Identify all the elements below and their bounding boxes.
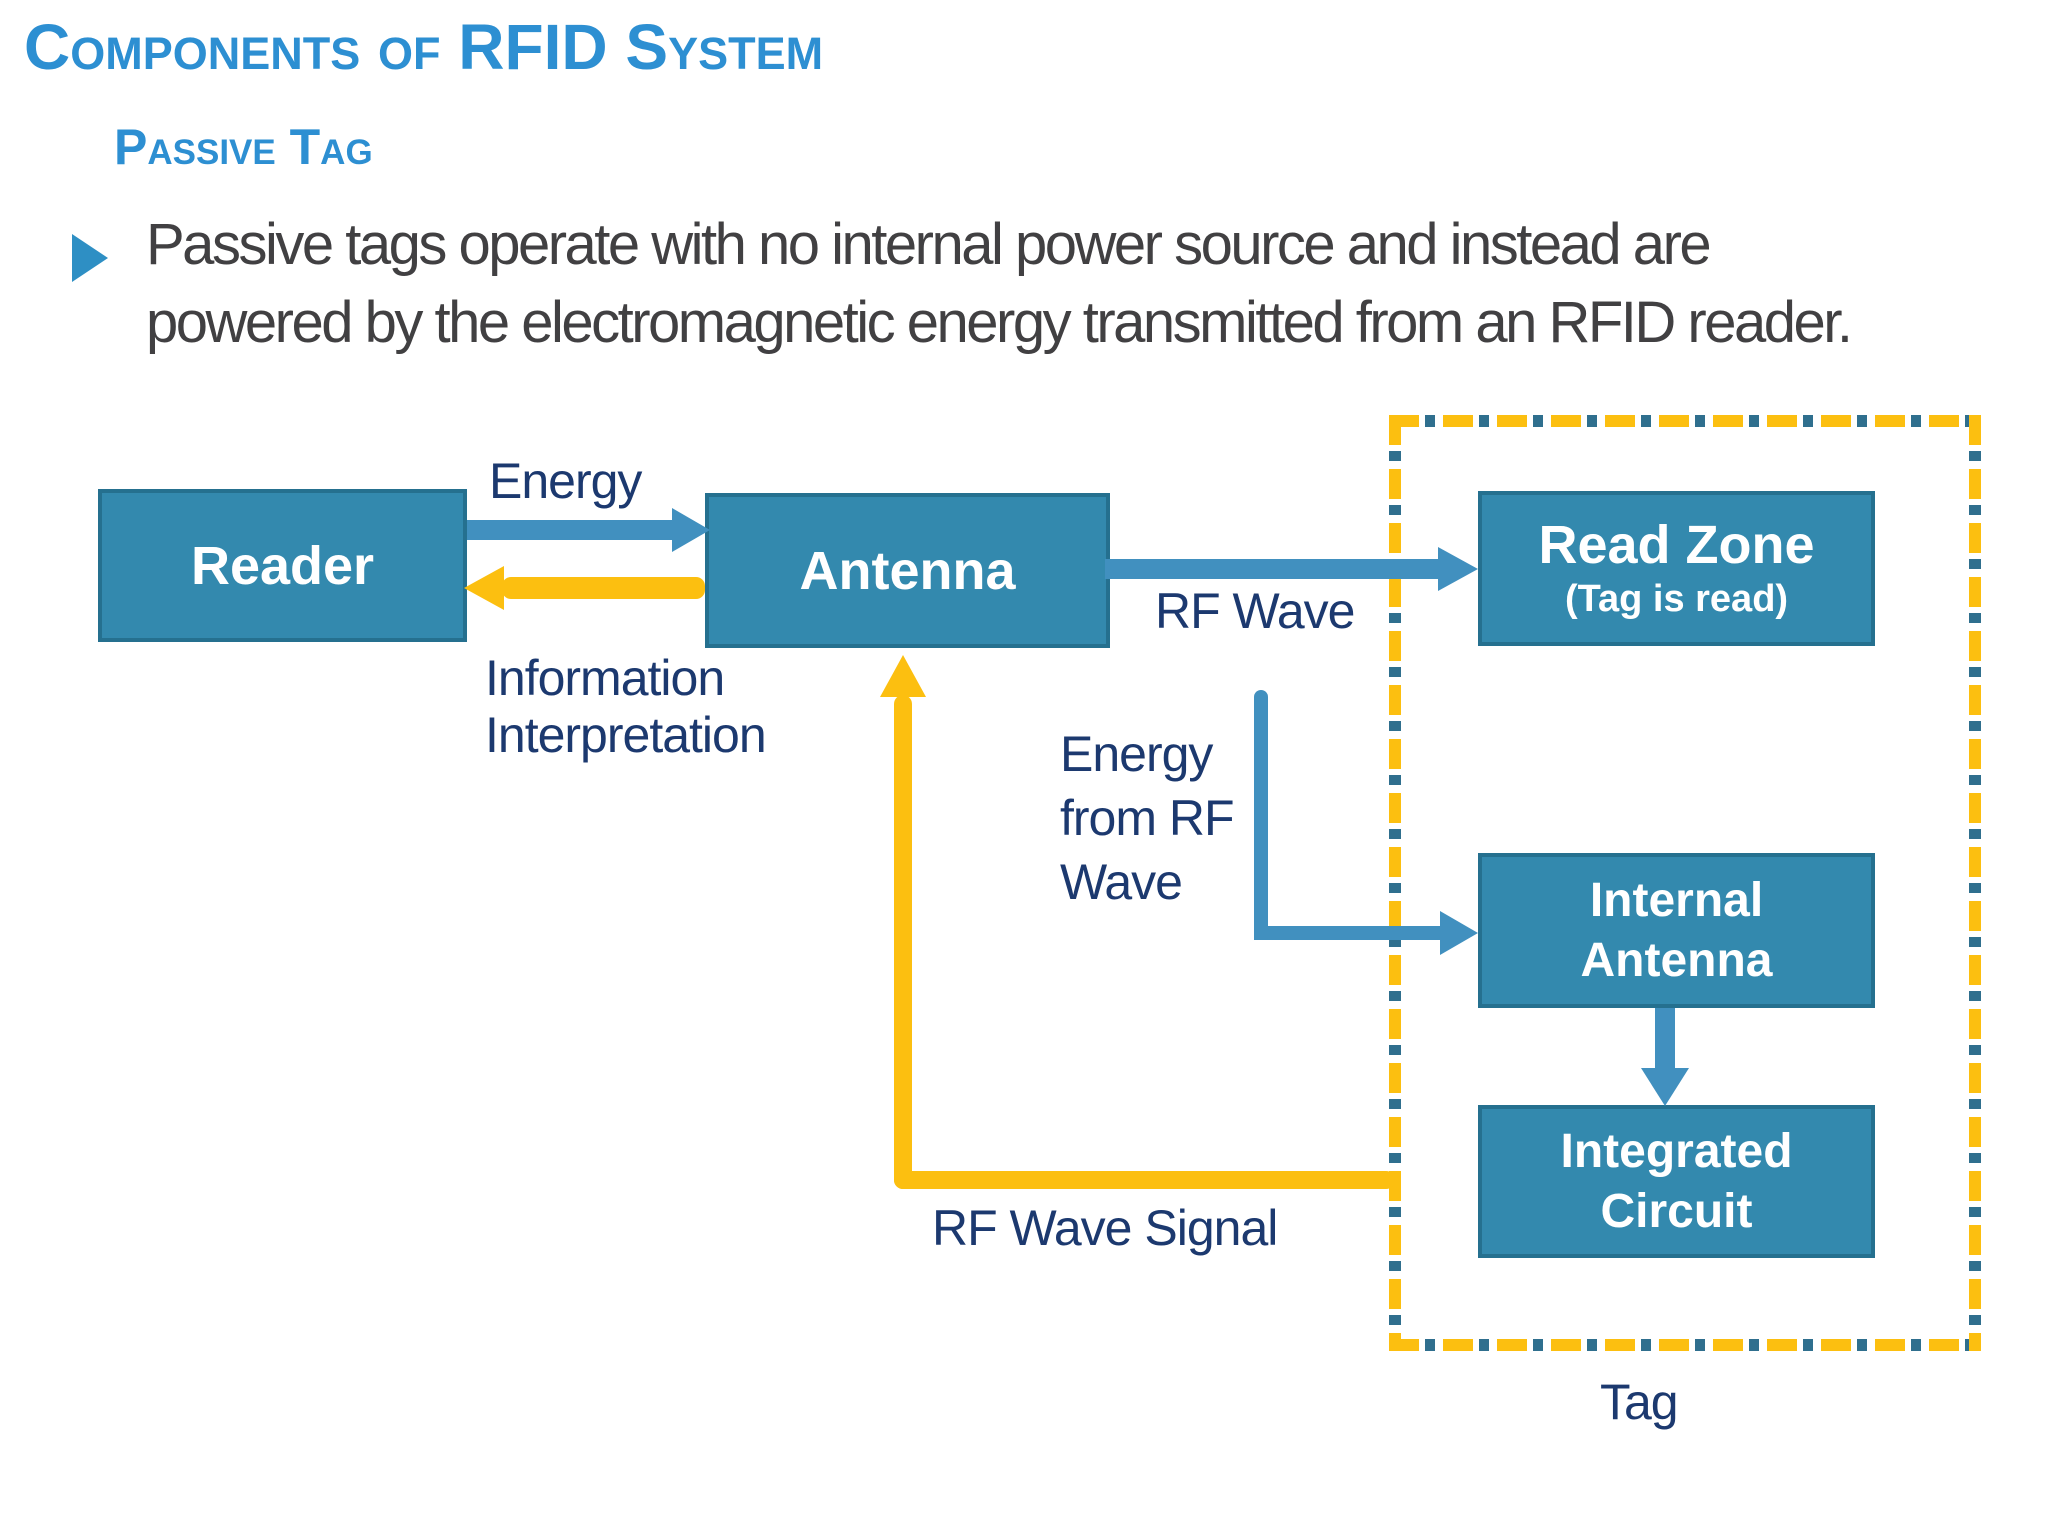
- rf-wave-arrowhead-icon: [1438, 547, 1478, 591]
- internal-antenna-label-line-2: Antenna: [1580, 933, 1773, 987]
- internal-antenna-label-line-1: Internal: [1589, 873, 1764, 927]
- rf-wave-signal-line-horizontal: [894, 1171, 1395, 1189]
- internal-to-ic-arrowhead-icon: [1641, 1068, 1689, 1106]
- tag-boundary-left: [1389, 415, 1401, 1351]
- energy-from-rf-label-line-2: from RF: [1060, 790, 1235, 846]
- bullet-text: Passive tags operate with no internal po…: [146, 206, 1853, 362]
- information-label-line-2: Interpretation: [485, 707, 767, 763]
- energy-from-rf-label-line-3: Wave: [1060, 854, 1183, 910]
- energy-arrowhead-icon: [672, 508, 710, 552]
- integrated-circuit-box: Integrated Circuit: [1478, 1105, 1875, 1258]
- energy-from-rf-label-line-1: Energy: [1060, 726, 1213, 782]
- reader-box: Reader: [98, 489, 467, 642]
- tag-boundary-bottom: [1389, 1339, 1981, 1351]
- information-arrow: [502, 577, 705, 599]
- rf-wave-signal-arrowhead-icon: [880, 655, 926, 697]
- information-label-line-1: Information: [485, 650, 725, 706]
- bullet-text-line-1: Passive tags operate with no internal po…: [146, 212, 1712, 277]
- tag-label: Tag: [1600, 1374, 1679, 1430]
- energy-from-rf-arrowhead-icon: [1440, 911, 1478, 955]
- energy-from-rf-line-horizontal: [1254, 926, 1442, 940]
- bullet-text-line-2: powered by the electromagnetic energy tr…: [146, 290, 1853, 355]
- energy-from-rf-line-vertical: [1254, 690, 1268, 940]
- internal-to-ic-arrow: [1655, 1008, 1675, 1070]
- reader-label: Reader: [190, 535, 375, 596]
- information-interpretation-label: Information Interpretation: [485, 650, 767, 764]
- information-arrowhead-icon: [464, 566, 504, 610]
- bullet-triangle-icon: [72, 234, 108, 282]
- read-zone-box: Read Zone (Tag is read): [1478, 491, 1875, 646]
- section-subtitle: Passive Tag: [114, 119, 373, 175]
- rf-wave-arrow: [1105, 559, 1440, 579]
- energy-label: Energy: [489, 453, 642, 509]
- integrated-circuit-label-line-2: Circuit: [1600, 1184, 1753, 1238]
- tag-boundary-top: [1389, 415, 1981, 427]
- rf-wave-signal-line-vertical: [894, 695, 912, 1189]
- internal-antenna-box: Internal Antenna: [1478, 853, 1875, 1008]
- integrated-circuit-label-line-1: Integrated: [1560, 1124, 1793, 1178]
- energy-from-rf-wave-label: Energy from RF Wave: [1060, 722, 1235, 914]
- tag-boundary-right: [1969, 415, 1981, 1351]
- antenna-box: Antenna: [705, 493, 1110, 648]
- antenna-label: Antenna: [799, 540, 1016, 601]
- energy-arrow: [467, 520, 677, 540]
- rf-wave-label: RF Wave: [1155, 583, 1355, 639]
- rf-wave-signal-label: RF Wave Signal: [932, 1200, 1278, 1256]
- read-zone-label: Read Zone: [1538, 514, 1815, 575]
- read-zone-sublabel: (Tag is read): [1564, 577, 1789, 620]
- page-title: Components of RFID System: [24, 11, 824, 83]
